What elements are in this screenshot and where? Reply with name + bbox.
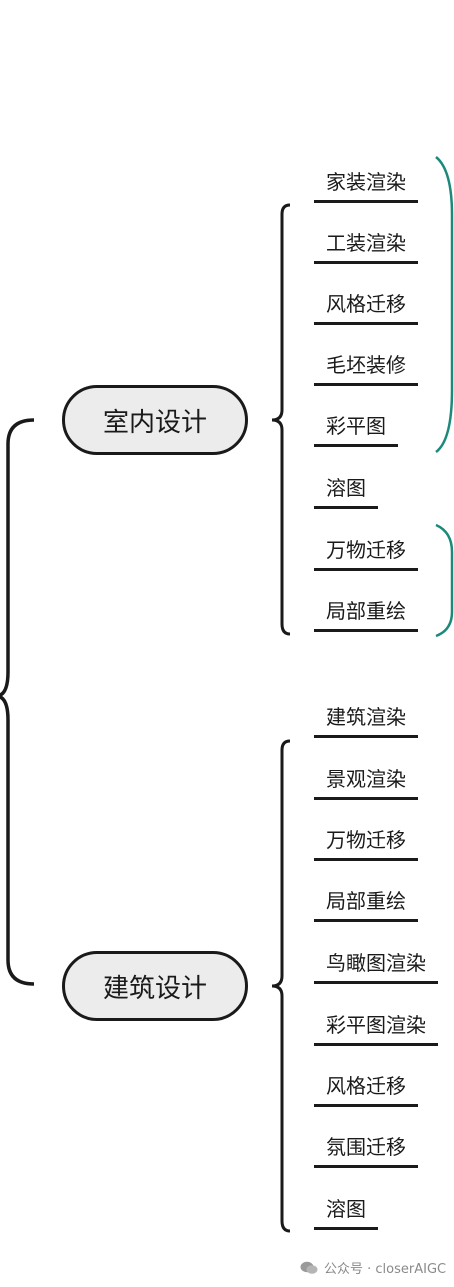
interior-bracket	[271, 203, 291, 636]
group-bracket-upper	[435, 156, 454, 453]
leaf-item: 彩平图渲染	[314, 1013, 438, 1046]
leaf-item: 风格迁移	[314, 292, 418, 325]
group-bracket-lower	[435, 523, 454, 638]
leaf-item: 溶图	[314, 476, 378, 509]
leaf-item: 风格迁移	[314, 1074, 418, 1107]
branch-label: 建筑设计	[102, 973, 207, 1004]
leaf-item: 万物迁移	[314, 828, 418, 861]
leaf-item: 建筑渲染	[314, 705, 418, 738]
root-bracket	[0, 418, 35, 986]
wechat-icon	[300, 1261, 318, 1275]
leaf-item: 毛坯装修	[314, 353, 418, 386]
leaf-item: 局部重绘	[314, 889, 418, 922]
watermark: 公众号 · closerAIGC	[300, 1258, 446, 1277]
branch-node-interior: 室内设计	[62, 385, 248, 455]
leaf-item: 万物迁移	[314, 538, 418, 571]
leaf-item: 家装渲染	[314, 170, 418, 203]
leaf-item: 工装渲染	[314, 231, 418, 264]
branch-node-architecture: 建筑设计	[62, 951, 248, 1021]
leaf-item: 彩平图	[314, 414, 398, 447]
leaf-item: 溶图	[314, 1197, 378, 1230]
leaf-item: 景观渲染	[314, 767, 418, 800]
watermark-text: 公众号 · closerAIGC	[324, 1262, 447, 1277]
architecture-bracket	[271, 739, 291, 1233]
leaf-item: 鸟瞰图渲染	[314, 951, 438, 984]
leaf-item: 氛围迁移	[314, 1135, 418, 1168]
branch-label: 室内设计	[102, 407, 207, 438]
leaf-item: 局部重绘	[314, 599, 418, 632]
